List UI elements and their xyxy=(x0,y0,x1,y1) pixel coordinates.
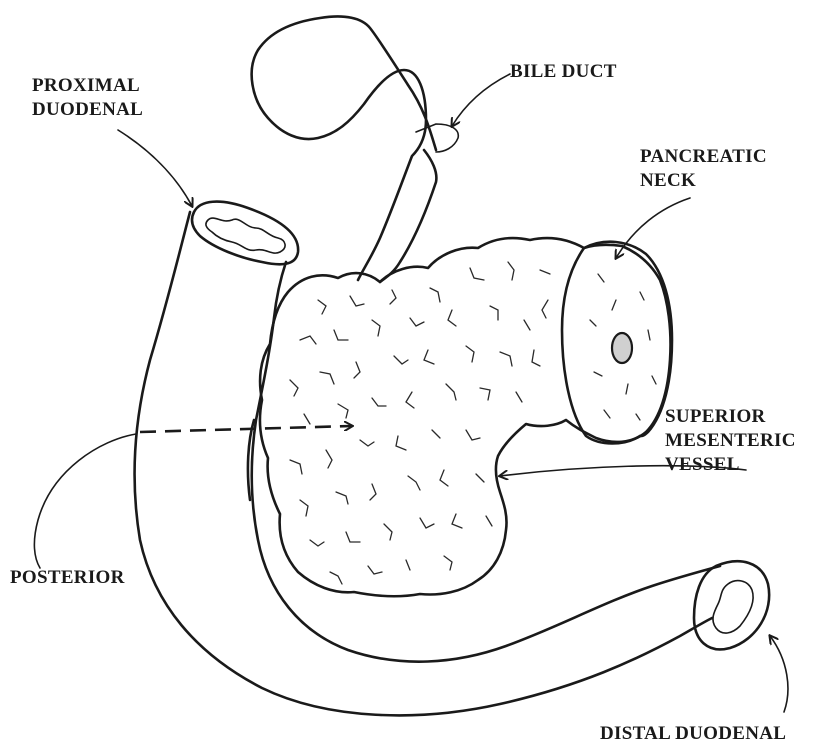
distal-leader xyxy=(770,636,788,712)
pancreas-texture xyxy=(290,262,656,584)
pancreatic-label-line1: PANCREATIC xyxy=(640,145,767,169)
proximal-opening xyxy=(192,202,298,265)
duodenum-outer xyxy=(135,212,712,715)
proximal-label-line1: PROXIMAL xyxy=(32,74,143,98)
distal-duodenal-label: DISTAL DUODENAL xyxy=(600,722,786,746)
bile-duct-label: BILE DUCT xyxy=(510,60,617,84)
posterior-leader xyxy=(34,434,136,568)
duodenum-inner xyxy=(252,262,720,662)
smv-lumen xyxy=(612,333,632,363)
posterior-label: POSTERIOR xyxy=(10,566,125,590)
proximal-duodenal-label: PROXIMAL DUODENAL xyxy=(32,74,143,122)
proximal-leader xyxy=(118,130,192,206)
superior-label-line2: MESENTERIC xyxy=(665,429,796,453)
superior-label-line3: VESSEL xyxy=(665,453,796,477)
pancreatic-neck-label: PANCREATIC NECK xyxy=(640,145,767,193)
superior-label-line1: SUPERIOR xyxy=(665,405,796,429)
proximal-label-line2: DUODENAL xyxy=(32,98,143,122)
distal-lumen xyxy=(713,581,753,633)
distal-opening xyxy=(694,561,769,649)
pancreatic-label-line2: NECK xyxy=(640,169,767,193)
posterior-dashed-arrow xyxy=(140,426,352,432)
bile-duct xyxy=(252,16,436,280)
bile-duct-leader xyxy=(452,74,510,126)
superior-mesenteric-vessel-label: SUPERIOR MESENTERIC VESSEL xyxy=(665,405,796,477)
